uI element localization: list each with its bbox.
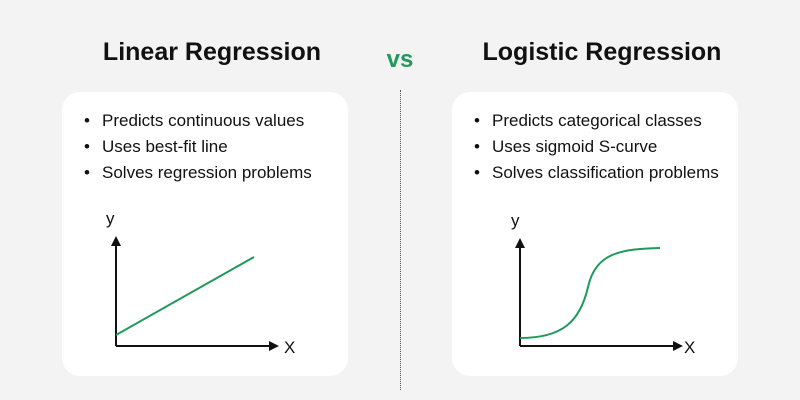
logistic-regression-card: Predicts categorical classes Uses sigmoi…	[452, 92, 738, 376]
linear-y-axis-label: y	[106, 209, 115, 228]
linear-regression-title: Linear Regression	[102, 38, 322, 66]
logistic-regression-title: Logistic Regression	[482, 38, 722, 66]
center-divider	[400, 90, 401, 390]
linear-x-axis-label: X	[284, 338, 295, 357]
logistic-point: Uses sigmoid S-curve	[474, 134, 719, 160]
linear-point: Predicts continuous values	[84, 108, 312, 134]
vs-label: vs	[386, 46, 414, 73]
linear-y-axis-arrow	[111, 236, 121, 246]
logistic-y-axis-arrow	[515, 238, 525, 248]
logistic-point: Predicts categorical classes	[474, 108, 719, 134]
linear-plot: y X	[106, 209, 295, 357]
linear-points-list: Predicts continuous values Uses best-fit…	[84, 108, 312, 186]
linear-best-fit-line	[115, 256, 255, 336]
logistic-sigmoid-curve	[519, 247, 661, 339]
logistic-y-axis-label: y	[511, 211, 520, 230]
logistic-points-list: Predicts categorical classes Uses sigmoi…	[474, 108, 719, 186]
linear-point: Solves regression problems	[84, 160, 312, 186]
linear-x-axis-arrow	[269, 341, 279, 351]
logistic-plot: y X	[511, 211, 695, 357]
logistic-x-axis-arrow	[673, 341, 683, 351]
logistic-x-axis-label: X	[684, 338, 695, 357]
logistic-point: Solves classification problems	[474, 160, 719, 186]
linear-point: Uses best-fit line	[84, 134, 312, 160]
linear-regression-card: Predicts continuous values Uses best-fit…	[62, 92, 348, 376]
